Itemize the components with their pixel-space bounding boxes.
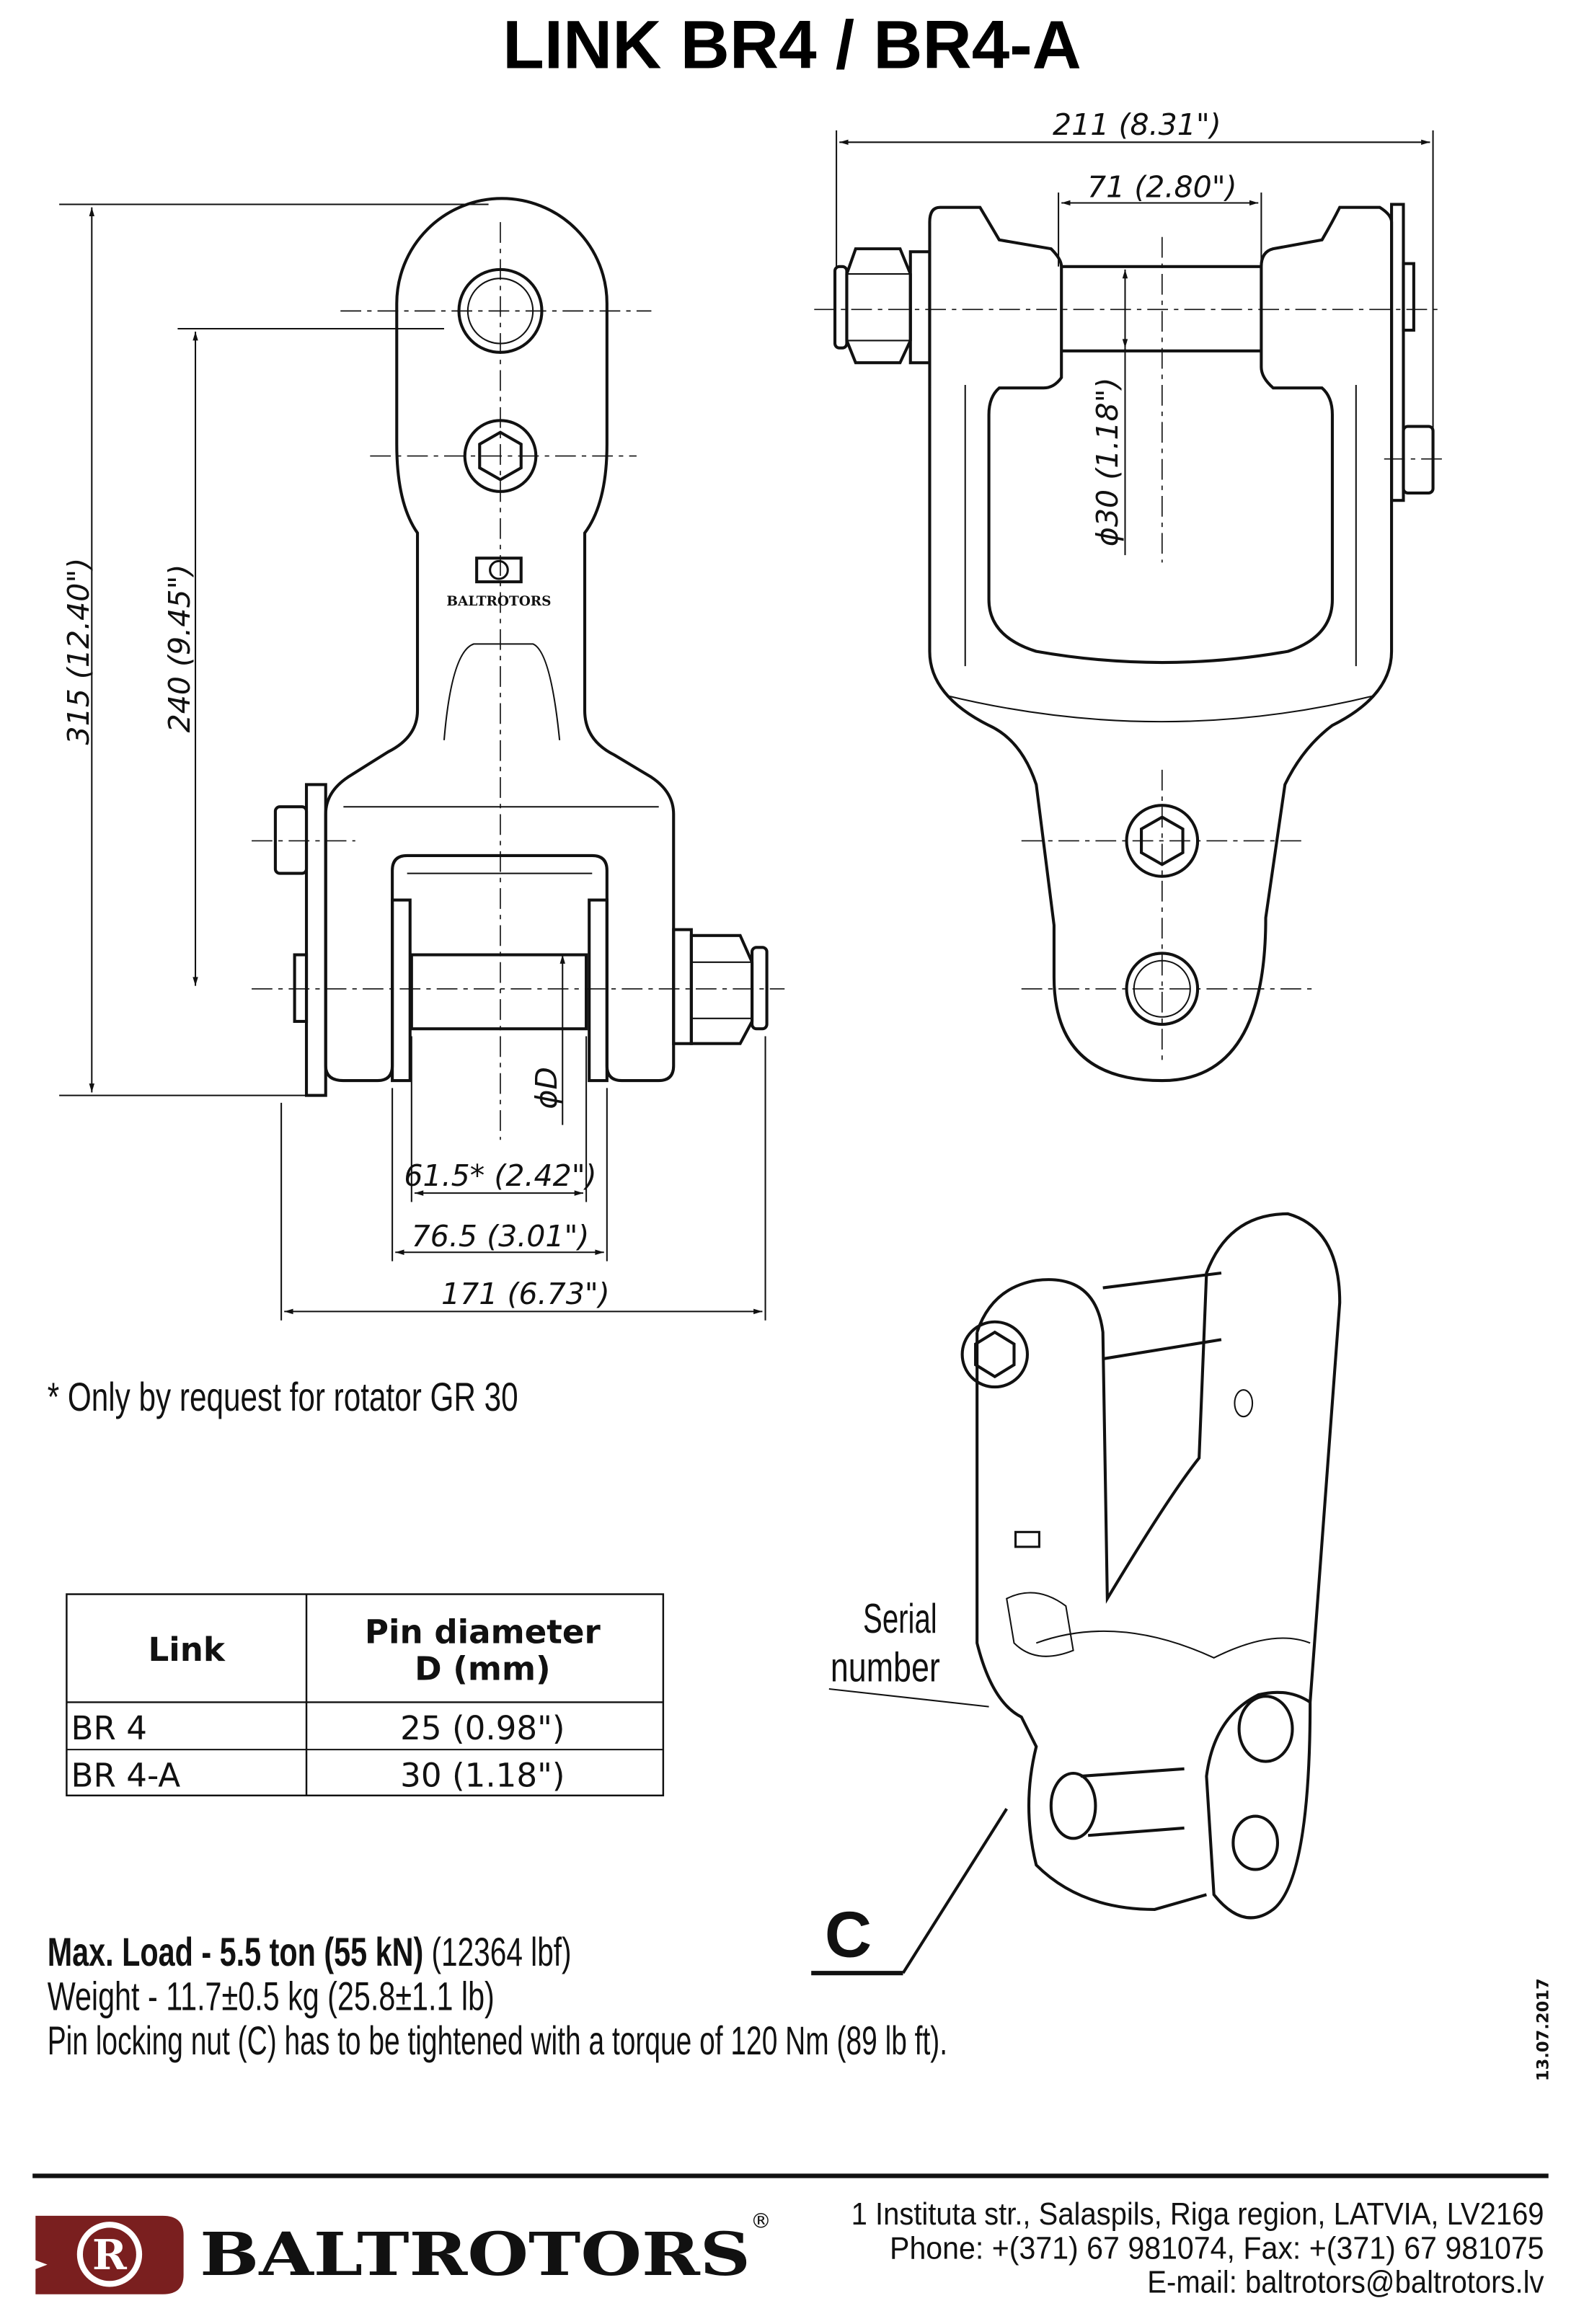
footer-address: 1 Instituta str., Salaspils, Riga region… (851, 2197, 1544, 2232)
max-load-lbf: (12364 lbf) (423, 1930, 571, 1974)
max-load-bold: Max. Load - 5.5 ton (55 kN) (48, 1930, 424, 1974)
table-row-link: BR 4 (71, 1709, 147, 1747)
callout-c: C (825, 1899, 872, 1972)
pin-diameter-table: Link Pin diameter D (mm) BR 4 25 (0.98")… (66, 1593, 665, 1797)
page-title: LINK BR4 / BR4-A (503, 7, 1081, 84)
footnote: * Only by request for rotator GR 30 (48, 1375, 518, 1419)
table-header-pin: Pin diameter (365, 1613, 601, 1651)
dim-total-height: 315 (12.40") (61, 558, 96, 745)
front-view-logo: BALTROTORS (446, 594, 551, 609)
revision-date: 13.07.2017 (1534, 1978, 1553, 2081)
baltrotors-logo: R BALTROTORS ® (35, 2208, 771, 2294)
dim-inner-width-option: 61.5* (2.42") (404, 1158, 596, 1193)
front-view-dimensions: 315 (12.40") 240 (9.45") ϕD 61.5* (2.42"… (59, 203, 766, 1321)
front-view-drawing: BALTROTORS (252, 197, 785, 1140)
table-row-link: BR 4-A (71, 1756, 181, 1794)
dim-side-pin-diameter: ϕ30 (1.18") (1090, 377, 1125, 546)
svg-text:R: R (92, 2230, 128, 2279)
footer-phone: Phone: +(371) 67 981074, Fax: +(371) 67 … (890, 2231, 1544, 2266)
serial-label-line1: Serial (863, 1596, 937, 1642)
max-load-line: Max. Load - 5.5 ton (55 kN) (12364 lbf) (48, 1930, 572, 1974)
side-view-drawing (814, 203, 1448, 1083)
table-header-link: Link (148, 1631, 225, 1669)
table-header-pin-unit: D (mm) (415, 1650, 551, 1688)
table-row-pin: 30 (1.18") (400, 1756, 565, 1794)
dim-total-width: 171 (6.73") (441, 1277, 610, 1311)
registered-mark: ® (751, 2208, 771, 2232)
torque-line: Pin locking nut (C) has to be tightened … (48, 2018, 947, 2063)
brand-name: BALTROTORS (200, 2220, 751, 2289)
footer-email[interactable]: E-mail: baltrotors@baltrotors.lv (1147, 2266, 1544, 2300)
dim-inner-width: 76.5 (3.01") (412, 1219, 590, 1254)
side-view-dimensions: 211 (8.31") 71 (2.80") ϕ30 (1.18") (836, 107, 1434, 556)
serial-label-line2: number (831, 1645, 940, 1691)
isometric-view-drawing: Serial number C (811, 1212, 1342, 1976)
pin-diameter-label: ϕD (529, 1067, 564, 1109)
table-row-pin: 25 (0.98") (400, 1709, 565, 1747)
dim-side-total-width: 211 (8.31") (1053, 107, 1221, 142)
dim-pin-height: 240 (9.45") (162, 564, 197, 733)
dim-side-inner-width: 71 (2.80") (1087, 169, 1237, 204)
weight-line: Weight - 11.7±0.5 kg (25.8±1.1 lb) (48, 1974, 495, 2019)
